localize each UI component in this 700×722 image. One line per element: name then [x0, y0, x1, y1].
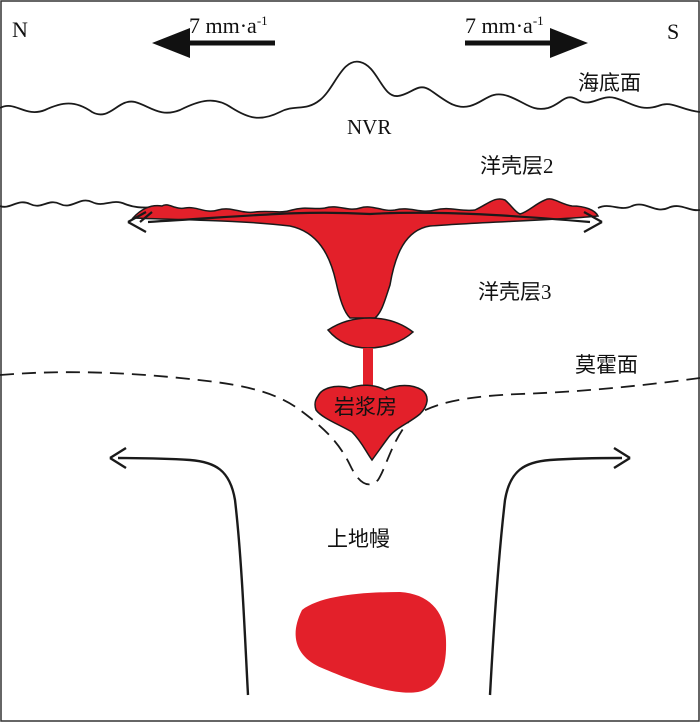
mantle-flow-right	[488, 446, 631, 696]
layer2-layer3-boundary	[0, 199, 700, 212]
mantle-flow-left	[109, 446, 250, 696]
north-label: N	[12, 17, 28, 42]
seafloor-label: 海底面	[578, 71, 641, 95]
mantle-melt-zone	[295, 592, 447, 693]
seafloor-line	[0, 60, 700, 119]
south-label: S	[667, 19, 679, 44]
spreading-arrow-south	[465, 28, 588, 58]
moho-line	[0, 371, 700, 486]
spreading-arrow-north	[152, 28, 275, 58]
feeder-dike	[363, 348, 373, 390]
lateral-flow-arrow-top	[127, 211, 603, 233]
layer3-label: 洋壳层3	[478, 280, 552, 304]
spreading-rate-south: 7 mm·a-1	[465, 13, 544, 38]
magma-chamber-label: 岩浆房	[334, 395, 397, 419]
upper-mantle-label: 上地幔	[327, 527, 390, 551]
magma-lens	[326, 317, 415, 349]
ridge-label: NVR	[347, 115, 391, 139]
magma-chamber	[314, 384, 428, 462]
spreading-rate-north: 7 mm·a-1	[189, 13, 268, 38]
layer2-label: 洋壳层2	[480, 154, 554, 178]
moho-label: 莫霍面	[575, 353, 638, 377]
